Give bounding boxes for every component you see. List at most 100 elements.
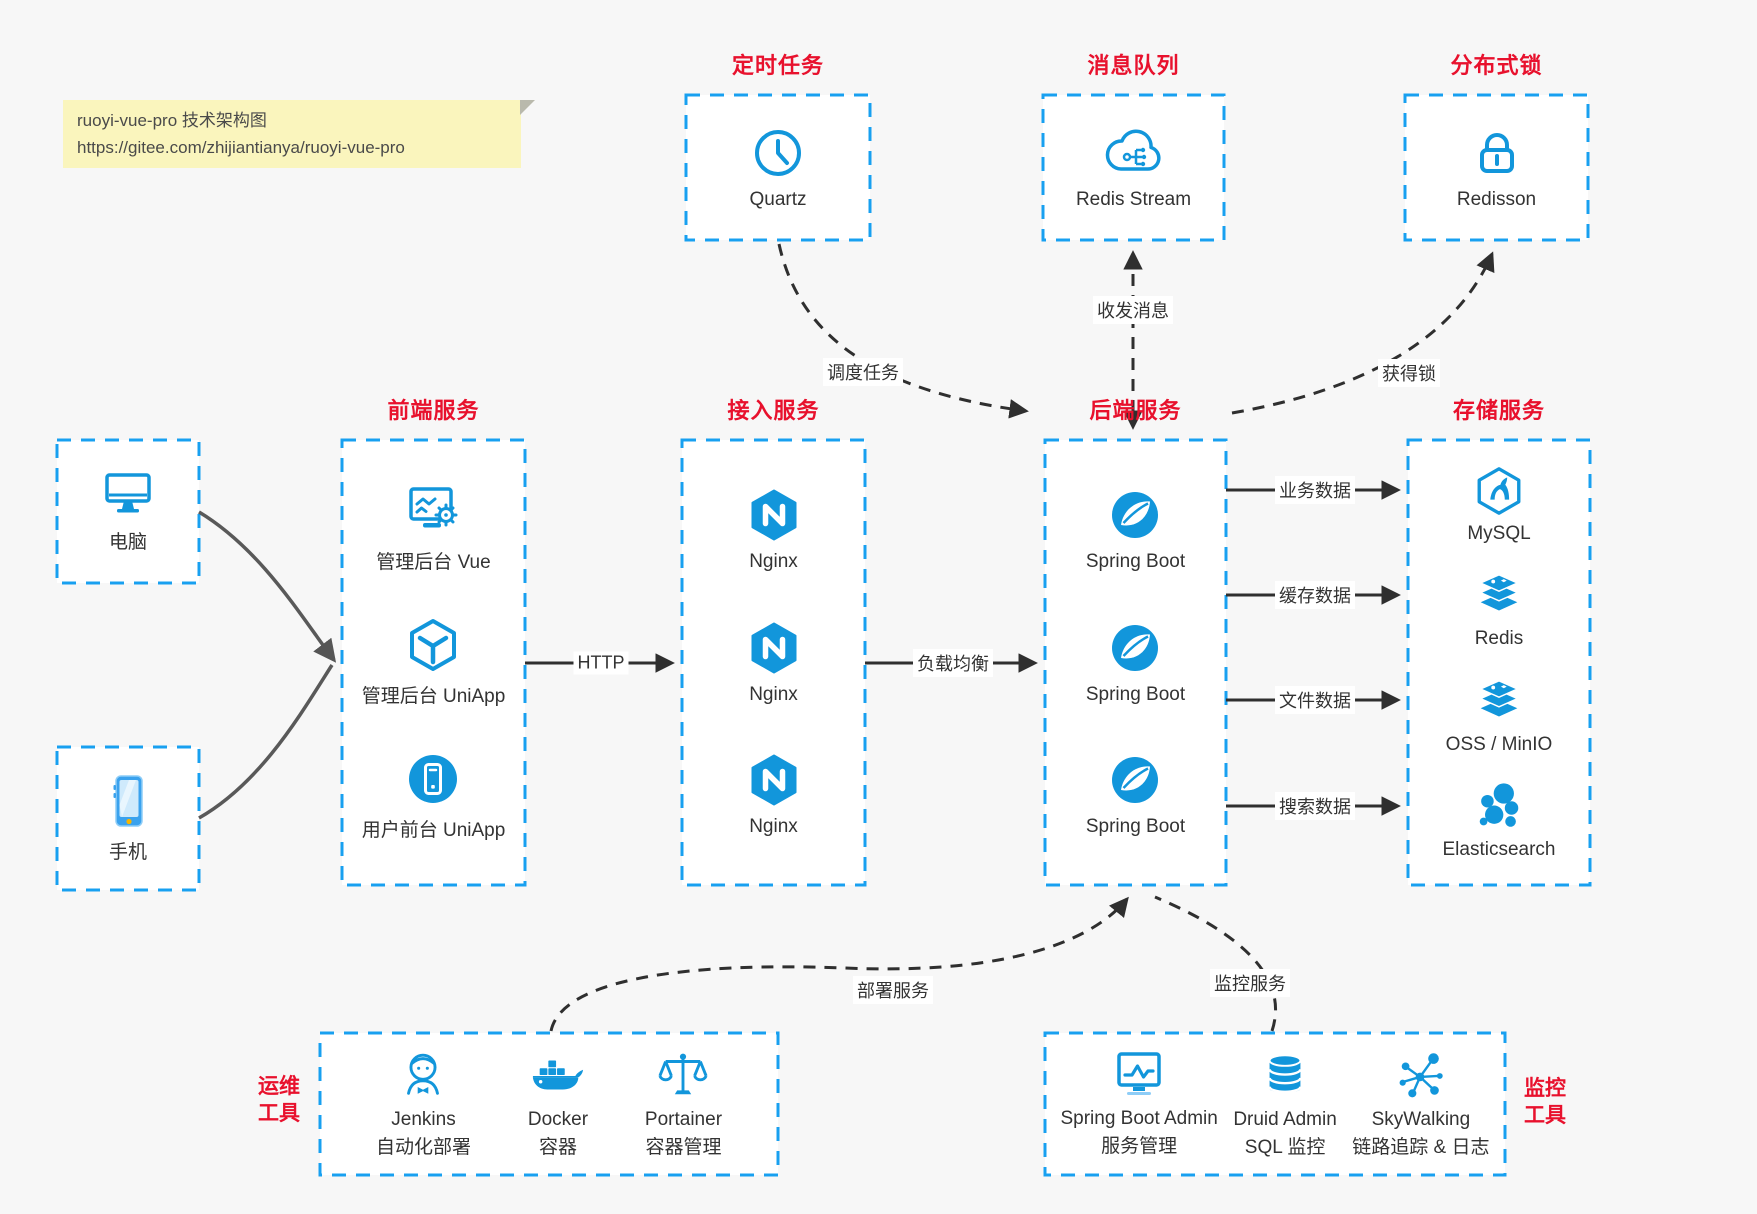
scheduler-group: Quartz [686,95,870,240]
node-spring-boot-admin: Spring Boot Admin 服务管理 [1060,1049,1218,1159]
redis-stack-icon [1478,574,1520,611]
edge-label-http: HTTP [573,651,629,675]
spring-boot-admin-icon [1117,1052,1161,1095]
scheduler-title: 定时任务 [731,53,824,78]
node-desc-jenkins: 自动化部署 [375,1137,471,1158]
node-druid-admin: Druid Admin SQL 监控 [1233,1048,1337,1160]
edge-label-load-balance: 负载均衡 [913,649,993,677]
node-nginx-3: Nginx [746,752,802,838]
node-mysql: MySQL [1467,464,1531,545]
node-pc: 电脑 [99,469,157,554]
pc-group: 电脑 [57,440,199,583]
ops-group: Jenkins 自动化部署 Docker 容器 [320,1033,778,1175]
monitoring-side-label-line1: 监控 [1524,1077,1566,1100]
node-docker: Docker 容器 [527,1048,589,1160]
node-label-redis: Redis [1474,628,1524,650]
node-label-druid: Druid Admin [1233,1109,1337,1130]
node-desc-portainer: 容器管理 [645,1137,722,1158]
uniapp-cube-icon [410,619,457,671]
node-jenkins: Jenkins 自动化部署 [376,1048,471,1160]
edge-label-acquire-lock: 获得锁 [1378,359,1440,387]
node-label-skywalking: SkyWalking [1371,1109,1471,1130]
edge-label-file-data: 文件数据 [1275,686,1355,714]
note-fold-corner [520,100,535,115]
phone-icon [113,775,143,827]
edge-deploy-service [549,896,1129,1032]
node-label-springboot-1: Spring Boot [1085,550,1186,572]
ops-side-label: 运维 工具 [250,1073,308,1127]
skywalking-icon [1399,1053,1443,1098]
portainer-scales-icon [658,1053,708,1095]
node-nginx-1: Nginx [746,487,802,573]
node-label-oss-minio: OSS / MinIO [1445,733,1553,755]
frontend-title: 前端服务 [387,398,480,423]
nginx-icon [751,754,796,806]
mq-title: 消息队列 [1087,53,1180,78]
storage-title: 存储服务 [1452,398,1545,423]
edge-schedule-task [777,243,1029,419]
elasticsearch-icon [1479,783,1519,827]
clock-icon [755,129,801,176]
spring-boot-icon [1112,757,1159,804]
node-user-uniapp: 用户前台 UniApp [362,751,505,842]
backend-group: Spring Boot Spring Boot Spring Boot [1045,440,1226,885]
edge-label-search-data: 搜索数据 [1275,792,1355,820]
node-redis-stream: Redis Stream [1076,125,1191,211]
gateway-title: 接入服务 [727,398,820,423]
node-phone: 手机 [103,773,153,864]
edge-pc-to-frontend [198,510,337,663]
node-redisson: Redisson [1457,125,1536,211]
node-label-sba: Spring Boot Admin [1060,1108,1218,1129]
node-label-quartz: Quartz [749,188,807,210]
ops-side-label-line1: 运维 [258,1075,300,1098]
cloud-stream-icon [1106,129,1162,171]
node-label-redis-stream: Redis Stream [1075,188,1192,210]
note-url: https://gitee.com/zhijiantianya/ruoyi-vu… [77,138,405,157]
spring-boot-icon [1112,624,1159,671]
node-label-nginx-1: Nginx [749,550,798,572]
node-portainer: Portainer 容器管理 [645,1048,722,1160]
frontend-group: 管理后台 Vue 管理后台 UniApp 用户前台 UniApp [342,440,525,885]
node-oss-minio: OSS / MinIO [1445,675,1553,756]
node-admin-uniapp: 管理后台 UniApp [361,617,506,708]
user-app-icon [409,755,458,803]
node-desc-druid: SQL 监控 [1244,1137,1326,1158]
jenkins-icon [407,1053,440,1095]
node-nginx-2: Nginx [746,620,802,706]
edge-label-business-data: 业务数据 [1275,476,1355,504]
gateway-group: Nginx Nginx Nginx [682,440,865,885]
node-desc-sba: 服务管理 [1101,1136,1178,1157]
scheduler-box-border [684,93,872,242]
node-quartz: Quartz [749,125,807,211]
node-label-redisson: Redisson [1456,188,1537,210]
docker-icon [532,1060,584,1090]
edge-label-deploy-service: 部署服务 [853,976,933,1004]
edge-label-send-receive-message: 收发消息 [1093,296,1173,324]
node-elasticsearch: Elasticsearch [1443,780,1556,861]
node-redis: Redis [1472,569,1526,650]
admin-vue-icon [409,487,458,528]
druid-database-icon [1268,1054,1302,1094]
node-label-mysql: MySQL [1467,523,1531,545]
lock-title: 分布式锁 [1450,53,1543,78]
nginx-icon [751,489,796,541]
ops-side-label-line2: 工具 [258,1102,300,1125]
node-label-nginx-3: Nginx [749,816,798,838]
note-title: ruoyi-vue-pro 技术架构图 [77,111,267,130]
sticky-note: ruoyi-vue-pro 技术架构图 https://gitee.com/zh… [63,100,535,168]
edge-label-monitor-service: 监控服务 [1210,969,1290,997]
node-label-jenkins: Jenkins [391,1109,456,1130]
lock-group: Redisson [1405,95,1588,240]
node-label-admin-uniapp: 管理后台 UniApp [361,686,506,707]
edge-label-schedule-task: 调度任务 [823,358,903,386]
edge-label-cache-data: 缓存数据 [1275,581,1355,609]
node-label-portainer: Portainer [644,1109,723,1130]
node-admin-vue: 管理后台 Vue [376,483,491,574]
node-skywalking: SkyWalking 链路追踪 & 日志 [1352,1048,1490,1160]
edge-acquire-lock [1231,251,1495,415]
node-springboot-1: Spring Boot [1086,487,1185,573]
storage-group: MySQL Redis OSS / MinIO [1408,440,1590,885]
spring-boot-icon [1112,491,1159,538]
desktop-icon [105,473,151,513]
